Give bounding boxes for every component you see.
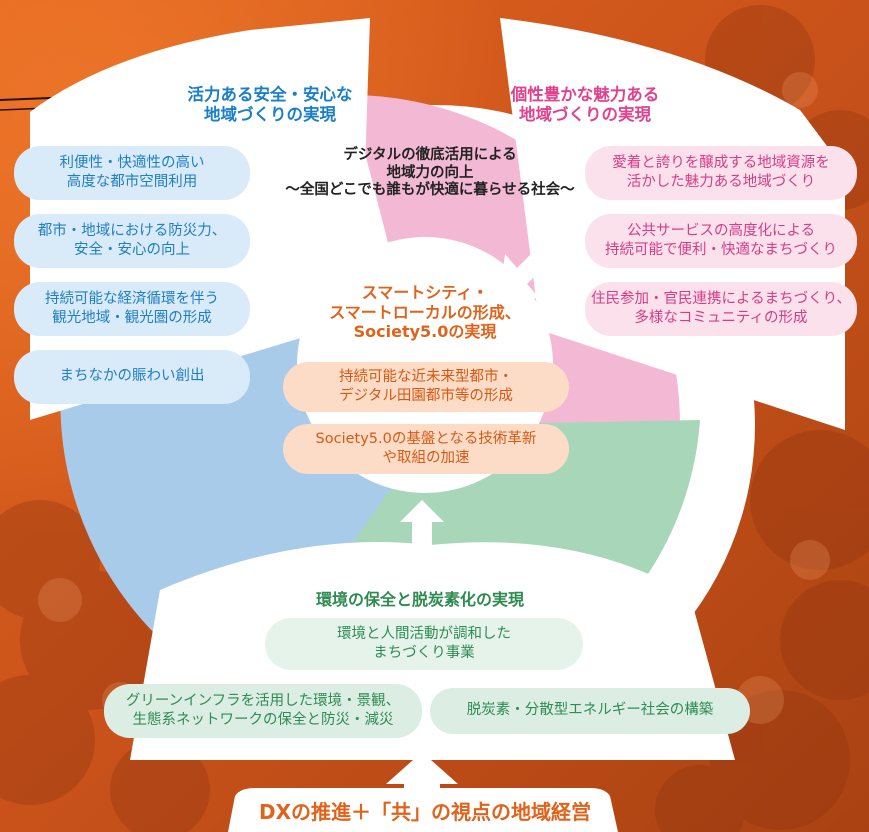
- vision-line-2: 地域力の向上: [386, 164, 474, 181]
- double-arrow-upper-left: [290, 224, 365, 299]
- right-sector-title: 個性豊かな魅力ある 地域づくりの実現: [470, 85, 700, 125]
- right-title-line-1: 個性豊かな魅力ある: [510, 85, 660, 104]
- banner-text: DXの推進＋「共」の視点の地域経営: [258, 800, 592, 824]
- left-sector-title: 活力ある安全・安心な 地域づくりの実現: [155, 85, 385, 125]
- center-item-2: Society5.0の基盤となる技術革新 や取組の加速: [283, 424, 569, 474]
- vision-line-1: デジタルの徹底活用による: [343, 147, 517, 163]
- center-title-line-3: Society5.0の実現: [353, 322, 497, 342]
- left-item-1: 利便性・快適性の高い 高度な都市空間利用: [14, 146, 250, 200]
- right-item-2: 公共サービスの高度化による 持続可能で便利・快適なまちづくり: [585, 214, 857, 268]
- vision-line-3: 〜全国どこでも誰もが快適に暮らせる社会〜: [285, 182, 575, 199]
- center-title-line-1: スマートシティ・: [361, 283, 489, 302]
- right-item-1: 愛着と誇りを醸成する地域資源を 活かした魅力ある地域づくり: [585, 146, 857, 200]
- banner-shape: [228, 788, 618, 832]
- bottom-item-2: グリーンインフラを活用した環境・景観、 生態系ネットワークの保全と防災・減災: [104, 684, 422, 738]
- center-item-1: 持続可能な近未来型都市・ デジタル田園都市等の形成: [283, 362, 569, 412]
- center-title-line-2: スマートローカルの形成、: [329, 302, 521, 322]
- center-title: スマートシティ・ スマートローカルの形成、 Society5.0の実現: [305, 283, 545, 342]
- bottom-item-3: 脱炭素・分散型エネルギー社会の構築: [430, 688, 750, 734]
- left-item-4: まちなかの賑わい創出: [14, 350, 250, 404]
- left-item-3: 持続可能な経済循環を伴う 観光地域・観光圏の形成: [14, 282, 250, 336]
- left-title-line-2: 地域づくりの実現: [204, 105, 336, 125]
- double-arrow-upper-right: [500, 224, 575, 299]
- bottom-sector-title: 環境の保全と脱炭素化の実現: [315, 590, 524, 609]
- left-item-2: 都市・地域における防災力、 安全・安心の向上: [14, 214, 250, 268]
- bottom-item-1: 環境と人間活動が調和した まちづくり事業: [265, 618, 583, 670]
- right-item-3: 住民参加・官民連携によるまちづくり、 多様なコミュニティの形成: [585, 282, 857, 336]
- left-title-line-1: 活力ある安全・安心な: [187, 85, 353, 104]
- double-arrow-vertical: [400, 500, 444, 577]
- right-title-line-2: 地域づくりの実現: [519, 105, 651, 125]
- vision-statement: デジタルの徹底活用による 地域力の向上 〜全国どこでも誰もが快適に暮らせる社会〜: [250, 147, 610, 200]
- foliage-texture: [0, 5, 869, 832]
